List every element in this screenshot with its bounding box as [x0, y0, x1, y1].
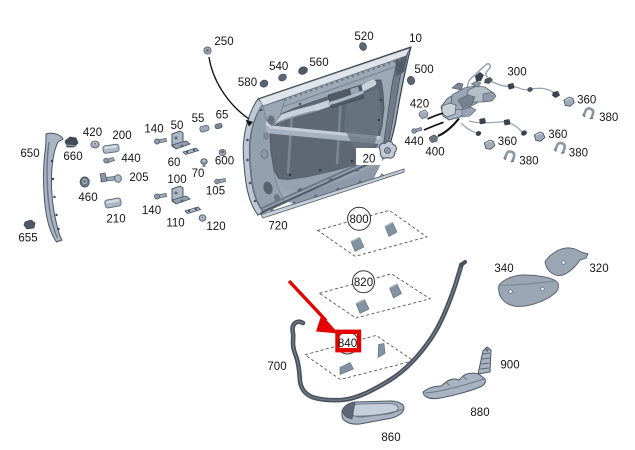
- svg-text:860: 860: [381, 432, 400, 444]
- svg-text:820: 820: [354, 277, 373, 289]
- svg-text:660: 660: [63, 151, 82, 163]
- svg-text:560: 560: [309, 57, 328, 69]
- svg-text:250: 250: [214, 36, 233, 48]
- svg-text:650: 650: [20, 148, 39, 160]
- svg-text:210: 210: [106, 214, 125, 226]
- svg-text:720: 720: [268, 221, 287, 233]
- svg-text:205: 205: [129, 172, 148, 184]
- svg-text:65: 65: [216, 110, 229, 122]
- svg-text:380: 380: [599, 112, 618, 124]
- svg-text:360: 360: [548, 129, 567, 141]
- svg-text:440: 440: [121, 153, 140, 165]
- svg-text:360: 360: [577, 94, 596, 106]
- svg-text:440: 440: [404, 136, 423, 148]
- svg-text:360: 360: [498, 136, 517, 148]
- svg-text:120: 120: [206, 221, 225, 233]
- svg-text:400: 400: [425, 147, 444, 159]
- svg-text:380: 380: [519, 155, 538, 167]
- svg-text:110: 110: [166, 218, 184, 230]
- svg-text:500: 500: [414, 64, 433, 76]
- svg-text:140: 140: [142, 205, 161, 217]
- svg-text:200: 200: [112, 130, 131, 142]
- svg-text:50: 50: [171, 120, 184, 132]
- svg-text:60: 60: [168, 157, 181, 169]
- svg-text:900: 900: [500, 360, 519, 372]
- svg-text:320: 320: [589, 263, 608, 275]
- svg-text:55: 55: [192, 113, 205, 125]
- svg-text:520: 520: [354, 31, 373, 43]
- svg-text:880: 880: [470, 407, 489, 419]
- svg-text:70: 70: [192, 168, 205, 180]
- svg-text:580: 580: [238, 77, 257, 89]
- svg-text:840: 840: [338, 338, 357, 350]
- svg-text:420: 420: [83, 127, 102, 139]
- svg-text:300: 300: [507, 67, 526, 79]
- svg-text:100: 100: [167, 174, 186, 186]
- svg-text:20: 20: [363, 154, 376, 166]
- svg-text:105: 105: [206, 185, 225, 197]
- svg-text:460: 460: [78, 192, 97, 204]
- svg-text:800: 800: [350, 214, 369, 226]
- svg-text:340: 340: [494, 263, 513, 275]
- svg-text:380: 380: [569, 147, 588, 159]
- svg-text:655: 655: [18, 233, 37, 245]
- svg-text:540: 540: [269, 61, 288, 73]
- svg-text:700: 700: [267, 361, 286, 373]
- svg-text:10: 10: [409, 33, 422, 45]
- svg-text:420: 420: [410, 98, 429, 110]
- svg-text:600: 600: [215, 156, 234, 168]
- svg-text:140: 140: [144, 124, 163, 136]
